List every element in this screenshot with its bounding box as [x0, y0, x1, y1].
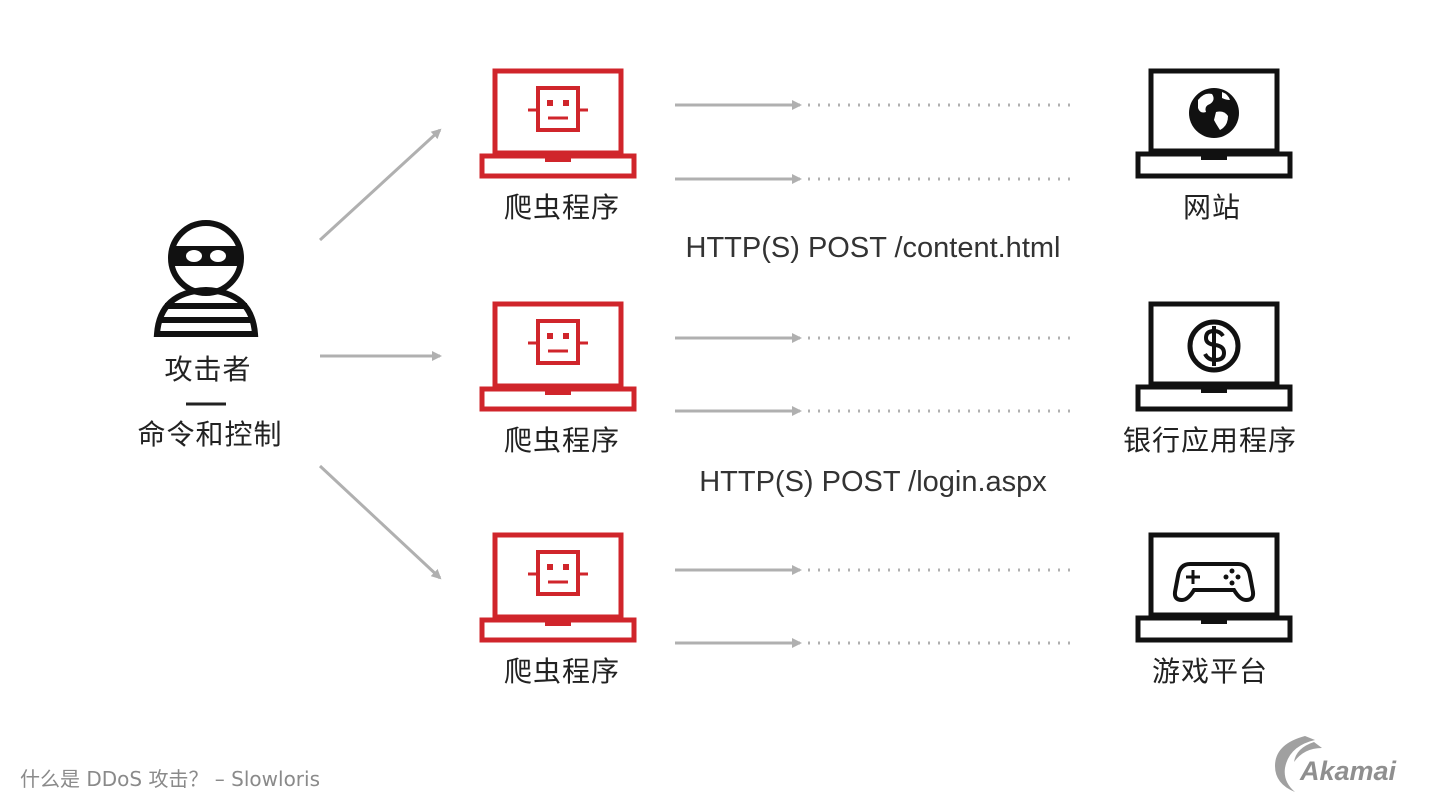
- target-laptop-bank: [1135, 301, 1293, 412]
- target-label-website: 网站: [1182, 191, 1242, 224]
- bot-label-1: 爬虫程序: [503, 191, 621, 224]
- target-laptop-website: [1135, 68, 1293, 179]
- bot-laptop-2: [479, 301, 637, 412]
- attacker-label: 攻击者: [164, 353, 252, 386]
- globe-icon: [1189, 88, 1239, 138]
- bot-label-2: 爬虫程序: [503, 424, 621, 457]
- http-request-label-2: HTTP(S) POST /login.aspx: [699, 466, 1047, 498]
- arrow-attacker-bot-1: [318, 128, 442, 242]
- gamepad-icon: [1172, 562, 1256, 603]
- caption: 什么是 DDoS 攻击？ – Slowloris: [20, 767, 320, 791]
- akamai-logo-text: Akamai: [1300, 756, 1397, 786]
- target-label-bank: 银行应用程序: [1122, 424, 1298, 457]
- target-label-gaming: 游戏平台: [1151, 655, 1269, 688]
- attacker-icon: [153, 220, 259, 406]
- bot-laptop-1: [479, 68, 637, 179]
- command-control-label: 命令和控制: [137, 418, 283, 451]
- http-request-label-1: HTTP(S) POST /content.html: [685, 232, 1061, 264]
- dollar-icon: [1187, 319, 1241, 373]
- arrow-attacker-bot-3: [318, 464, 442, 580]
- request-arrows: [675, 100, 1070, 648]
- bot-label-3: 爬虫程序: [503, 655, 621, 688]
- bot-laptop-3: [479, 532, 637, 643]
- target-laptop-gaming: [1135, 532, 1293, 643]
- akamai-logo-icon: [1275, 736, 1322, 792]
